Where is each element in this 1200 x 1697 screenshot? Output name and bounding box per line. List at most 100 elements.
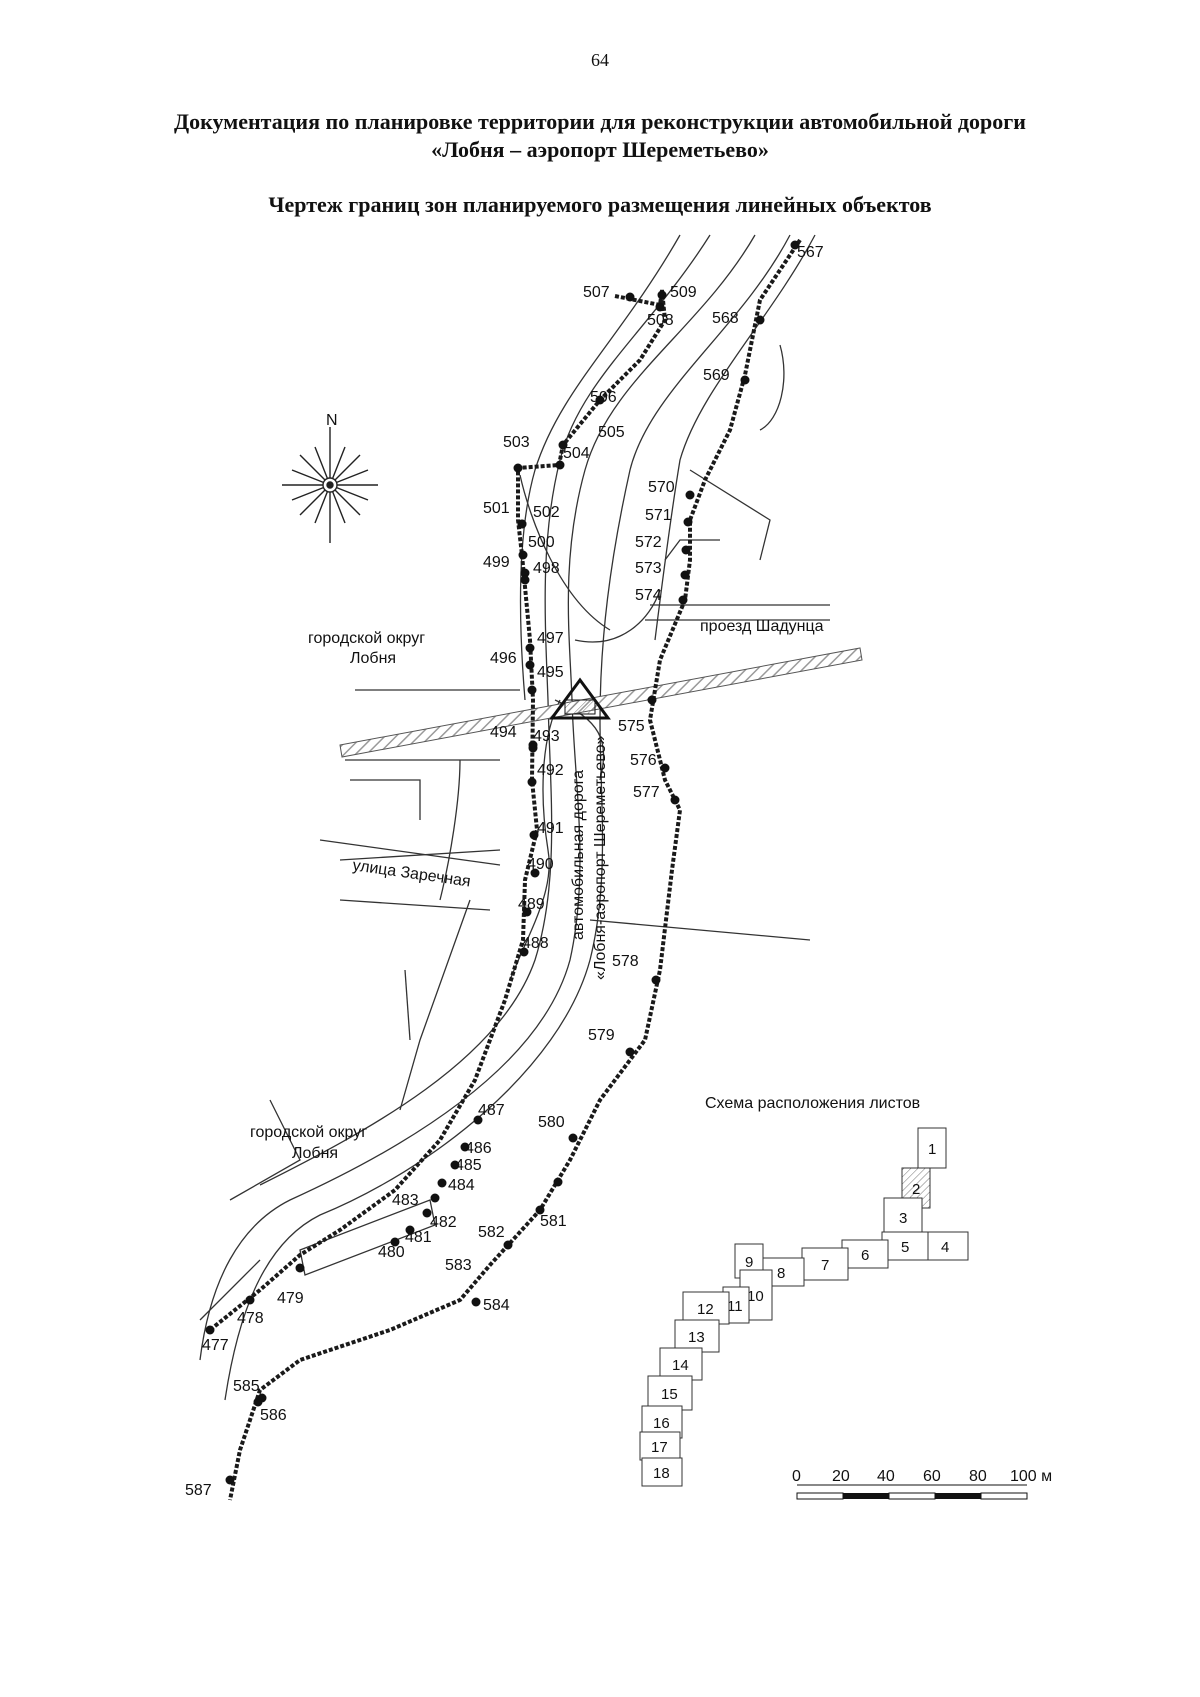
boundary-vertex-493 [528, 743, 538, 753]
boundary-vertex-572 [681, 545, 691, 555]
road-label-line2: «Лобня-аэропорт Шереметьево» [592, 735, 609, 980]
boundary-point-label-583: 583 [445, 1257, 472, 1274]
scale-bar: 0 20 40 60 80 100 м [792, 1468, 1052, 1500]
boundary-point-label-507: 507 [583, 284, 610, 301]
boundary-point-label-572: 572 [635, 534, 662, 551]
boundary-point-label-571: 571 [645, 507, 672, 524]
boundary-point-label-501: 501 [483, 500, 510, 517]
scale-tick-80: 80 [969, 1468, 987, 1485]
boundary-point-label-569: 569 [703, 367, 730, 384]
boundary-vertex-500 [518, 550, 528, 560]
boundary-point-label-499: 499 [483, 554, 510, 571]
boundary-point-label-502: 502 [533, 504, 560, 521]
sheet-box-1: 1 [917, 1127, 947, 1169]
sheet-box-15: 15 [647, 1375, 693, 1411]
boundary-point-label-573: 573 [635, 560, 662, 577]
boundary-vertex-489 [522, 907, 532, 917]
sheet-box-label-18: 18 [653, 1465, 670, 1482]
boundary-point-label-489: 489 [518, 896, 545, 913]
sheet-box-label-2: 2 [912, 1181, 920, 1198]
sheet-box-label-3: 3 [899, 1210, 907, 1227]
sheet-box-label-16: 16 [653, 1415, 670, 1432]
boundary-point-label-483: 483 [392, 1192, 419, 1209]
boundary-vertices [205, 240, 800, 1485]
boundary-vertex-569 [740, 375, 750, 385]
sheet-box-label-4: 4 [941, 1239, 949, 1256]
zone-boundary [208, 238, 802, 1501]
boundary-point-label-498: 498 [533, 560, 560, 577]
boundary-vertex-485 [450, 1160, 460, 1170]
district-label-bottom-line2: Лобня [292, 1145, 338, 1162]
sheet-box-13: 13 [674, 1319, 720, 1353]
page-number: 64 [591, 50, 609, 70]
document-title-line1: Документация по планировке территории дл… [174, 109, 1026, 134]
boundary-vertex-498 [520, 575, 530, 585]
boundary-point-label-509: 509 [670, 284, 697, 301]
sheet-box-12: 12 [682, 1291, 730, 1325]
boundary-vertex-577 [670, 795, 680, 805]
sheet-box-3: 3 [883, 1197, 923, 1237]
boundary-point-label-494: 494 [490, 724, 517, 741]
sheet-box-label-17: 17 [651, 1439, 668, 1456]
boundary-point-label-481: 481 [405, 1229, 432, 1246]
district-label-bottom-line1: городской округ [250, 1124, 367, 1141]
boundary-point-label-576: 576 [630, 752, 657, 769]
boundary-vertex-503 [513, 463, 523, 473]
boundary-point-label-508: 508 [647, 312, 674, 329]
boundary-vertex-480 [390, 1237, 400, 1247]
boundary-vertex-506 [595, 395, 605, 405]
road-network [199, 234, 830, 1401]
boundary-point-label-495: 495 [537, 664, 564, 681]
boundary-vertex-482 [422, 1208, 432, 1218]
sheet-box-label-15: 15 [661, 1386, 678, 1403]
sheet-box-label-10: 10 [747, 1288, 764, 1305]
sheet-box-label-1: 1 [928, 1141, 936, 1158]
drawing-subtitle: Чертеж границ зон планируемого размещени… [268, 192, 932, 217]
boundary-point-label-567: 567 [797, 244, 824, 261]
boundary-vertex-492 [527, 777, 537, 787]
boundary-point-label-480: 480 [378, 1244, 405, 1261]
boundary-vertex-508 [655, 302, 665, 312]
scale-tick-100: 100 м [1010, 1468, 1052, 1485]
compass-rose-icon [282, 427, 378, 543]
street-label-zarechnaya: улица Заречная [351, 857, 471, 890]
boundary-vertex-586 [253, 1397, 263, 1407]
boundary-vertex-490 [530, 868, 540, 878]
boundary-point-label-506: 506 [590, 389, 617, 406]
boundary-vertex-581 [553, 1177, 563, 1187]
sheet-box-label-11: 11 [727, 1298, 743, 1315]
boundary-point-label-503: 503 [503, 434, 530, 451]
boundary-vertex-570 [685, 490, 695, 500]
boundary-vertex-496 [525, 660, 535, 670]
station-marker [549, 677, 611, 720]
boundary-vertex-484 [437, 1178, 447, 1188]
sheet-box-17: 17 [639, 1431, 681, 1461]
boundary-vertex-478 [245, 1295, 255, 1305]
sheet-scheme-title: Схема расположения листов [705, 1095, 920, 1112]
boundary-point-label-496: 496 [490, 650, 517, 667]
sheet-box-label-14: 14 [672, 1357, 689, 1374]
sheet-box-6: 6 [841, 1239, 889, 1269]
boundary-point-label-478: 478 [237, 1310, 264, 1327]
boundary-vertex-568 [755, 315, 765, 325]
boundary-vertex-587 [225, 1475, 235, 1485]
boundary-vertex-567 [790, 240, 800, 250]
sheet-box-label-12: 12 [697, 1301, 714, 1318]
sheet-box-label-6: 6 [861, 1247, 869, 1264]
document-title: Документация по планировке территории дл… [0, 108, 1200, 164]
boundary-vertex-573 [680, 570, 690, 580]
boundary-vertex-578 [651, 975, 661, 985]
boundary-vertex-481 [405, 1225, 415, 1235]
boundary-point-label-492: 492 [537, 762, 564, 779]
railway [339, 647, 863, 758]
boundary-point-label-488: 488 [522, 935, 549, 952]
boundary-point-label-504: 504 [563, 445, 590, 462]
scale-tick-40: 40 [877, 1468, 895, 1485]
boundary-point-label-584: 584 [483, 1297, 510, 1314]
scale-tick-0: 0 [792, 1468, 801, 1485]
boundary-vertex-575 [647, 695, 657, 705]
boundary-vertex-505 [558, 440, 568, 450]
boundary-vertex-507 [625, 292, 635, 302]
